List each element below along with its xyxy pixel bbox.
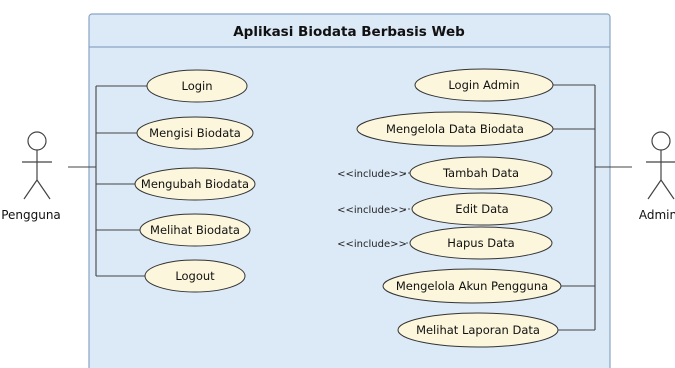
use-case-melihat-biodata[interactable]: Melihat Biodata <box>139 213 251 247</box>
use-case-mengisi-biodata[interactable]: Mengisi Biodata <box>136 116 254 150</box>
actor-pengguna-label: Pengguna <box>1 208 61 222</box>
use-case-mengelola-akun-pengguna[interactable]: Mengelola Akun Pengguna <box>382 268 562 304</box>
use-case-login-admin[interactable]: Login Admin <box>414 68 554 102</box>
admin-associations <box>553 84 632 331</box>
use-case-edit-data-label: Edit Data <box>455 202 508 216</box>
use-case-melihat-laporan-data-label: Melihat Laporan Data <box>416 323 540 337</box>
include-dependencies <box>404 172 412 244</box>
use-case-mengelola-akun-pengguna-label: Mengelola Akun Pengguna <box>396 279 548 293</box>
use-case-login-admin-label: Login Admin <box>448 78 519 92</box>
use-case-edit-data[interactable]: Edit Data <box>411 192 553 226</box>
use-case-mengelola-data-biodata[interactable]: Mengelola Data Biodata <box>356 111 554 147</box>
actor-admin-label: Admin <box>639 208 675 222</box>
use-case-melihat-laporan-data[interactable]: Melihat Laporan Data <box>397 312 559 348</box>
use-case-mengelola-data-biodata-label: Mengelola Data Biodata <box>386 122 524 136</box>
use-case-login[interactable]: Login <box>146 69 248 103</box>
use-case-login-label: Login <box>181 79 212 93</box>
include-label-edit: <<include>> <box>337 205 407 216</box>
actor-pengguna <box>22 131 52 200</box>
include-label-hapus: <<include>> <box>337 239 407 250</box>
system-title: Aplikasi Biodata Berbasis Web <box>233 24 465 40</box>
use-case-hapus-data-label: Hapus Data <box>447 236 514 250</box>
include-label-tambah: <<include>> <box>337 169 407 180</box>
use-case-logout[interactable]: Logout <box>144 259 246 293</box>
use-case-logout-label: Logout <box>175 269 215 283</box>
actor-admin <box>646 131 675 200</box>
use-case-mengubah-biodata[interactable]: Mengubah Biodata <box>134 167 256 201</box>
use-case-melihat-biodata-label: Melihat Biodata <box>150 223 240 237</box>
actor-pengguna-head <box>27 131 47 151</box>
actor-admin-head <box>651 131 671 151</box>
use-case-tambah-data[interactable]: Tambah Data <box>409 156 553 190</box>
use-case-hapus-data[interactable]: Hapus Data <box>409 226 553 260</box>
use-case-mengubah-biodata-label: Mengubah Biodata <box>141 177 249 191</box>
use-case-tambah-data-label: Tambah Data <box>442 166 519 180</box>
pengguna-associations <box>68 85 147 277</box>
use-case-mengisi-biodata-label: Mengisi Biodata <box>149 126 241 140</box>
